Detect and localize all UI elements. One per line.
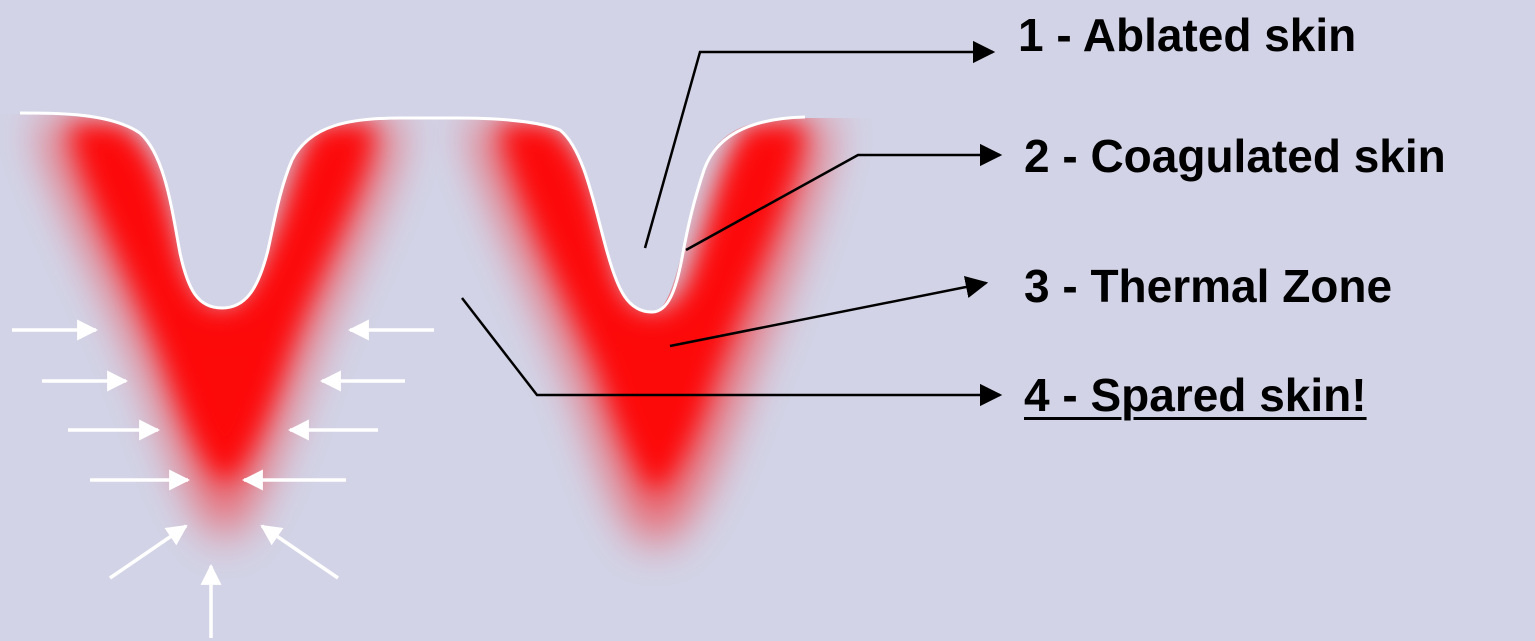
right-thermal-zone (470, 120, 830, 545)
label-thermal-zone: 3 - Thermal Zone (1024, 260, 1393, 312)
left-thermal-zone (40, 120, 400, 540)
inward-arrow-icon (260, 524, 339, 580)
pointer-arrow-icon (669, 275, 989, 348)
label-ablated-skin: 1 - Ablated skin (1018, 9, 1357, 61)
inward-arrows (12, 319, 434, 638)
surface-mask (0, 0, 1535, 312)
pointer-lines (461, 40, 1003, 407)
label-spared-skin: 4 - Spared skin! (1024, 369, 1367, 421)
pointer-arrow-icon (685, 143, 1003, 252)
pointer-arrow-icon (461, 297, 1003, 407)
inward-arrow-icon (109, 524, 188, 580)
pointer-arrow-icon (643, 40, 996, 249)
skin-surface-line (19, 111, 806, 314)
label-coagulated-skin: 2 - Coagulated skin (1024, 130, 1446, 182)
